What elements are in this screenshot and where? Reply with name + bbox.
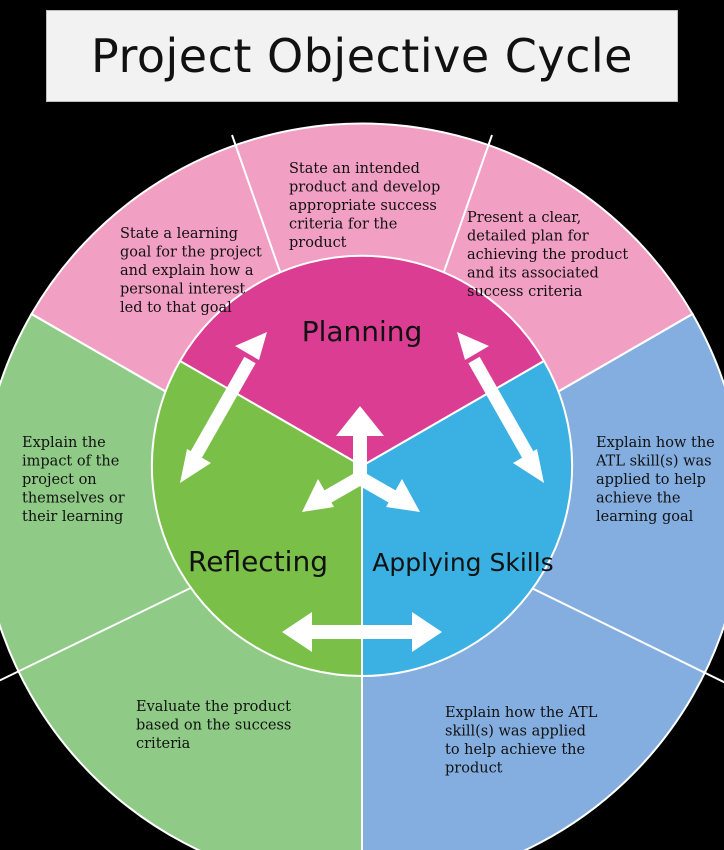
text-line: applied to help xyxy=(596,472,706,488)
text-line: State a learning xyxy=(120,226,238,242)
text-line: project on xyxy=(22,472,97,488)
applying-label: Applying Skills xyxy=(372,548,553,577)
center-tri-arrow xyxy=(302,406,420,512)
applying-product-text: Explain how the ATL skill(s) was applied t… xyxy=(445,705,598,777)
outer-sector-applying xyxy=(361,312,724,850)
text-line: their learning xyxy=(22,509,123,525)
text-line: to help achieve the xyxy=(445,742,585,758)
planning-plan-text: Present a clear, detailed plan for achievi… xyxy=(467,210,628,300)
text-line: Explain the xyxy=(22,435,106,451)
double-arrow-planning-reflecting xyxy=(180,332,267,483)
planning-product-text: State an intended product and develop appr… xyxy=(289,161,440,251)
text-line: impact of the xyxy=(22,454,119,470)
text-line: skill(s) was applied xyxy=(445,724,586,740)
reflecting-evaluate-text: Evaluate the product based on the success… xyxy=(136,699,291,752)
text-line: ATL skill(s) was xyxy=(595,454,712,470)
text-line: achieve the xyxy=(596,491,680,507)
arrows xyxy=(180,332,544,652)
text-line: criteria for the xyxy=(289,217,397,233)
text-line: themselves or xyxy=(22,491,125,507)
planning-goal-text: State a learning goal for the project and … xyxy=(120,226,262,316)
text-line: Evaluate the product xyxy=(136,699,291,715)
text-line: goal for the project xyxy=(120,245,262,261)
text-line: detailed plan for xyxy=(467,229,589,245)
text-line: personal interest xyxy=(120,282,246,298)
title-box: Project Objective Cycle xyxy=(46,10,678,102)
text-line: criteria xyxy=(136,736,191,752)
text-line: based on the success xyxy=(136,718,291,734)
text-line: led to that goal xyxy=(120,300,232,316)
text-line: product xyxy=(445,761,503,777)
text-line: product and develop xyxy=(289,180,440,196)
text-line: and explain how a xyxy=(120,263,254,279)
text-line: appropriate success xyxy=(289,198,437,214)
text-line: and its associated xyxy=(467,266,599,282)
text-line: State an intended xyxy=(289,161,420,177)
text-line: learning goal xyxy=(596,509,694,525)
text-line: Explain how the xyxy=(596,435,715,451)
text-line: success criteria xyxy=(467,284,583,300)
double-arrow-planning-applying xyxy=(457,332,544,483)
double-arrow-reflecting-applying xyxy=(282,612,442,652)
text-line: Present a clear, xyxy=(467,210,581,226)
text-line: Explain how the ATL xyxy=(445,705,598,721)
reflecting-impact-text: Explain the impact of the project on themse… xyxy=(22,435,125,525)
text-line: achieving the product xyxy=(467,247,628,263)
planning-label: Planning xyxy=(302,315,423,348)
diagram-title: Project Objective Cycle xyxy=(91,29,633,83)
text-line: product xyxy=(289,235,347,251)
outer-sector-reflecting xyxy=(0,312,363,850)
reflecting-label: Reflecting xyxy=(188,545,328,578)
